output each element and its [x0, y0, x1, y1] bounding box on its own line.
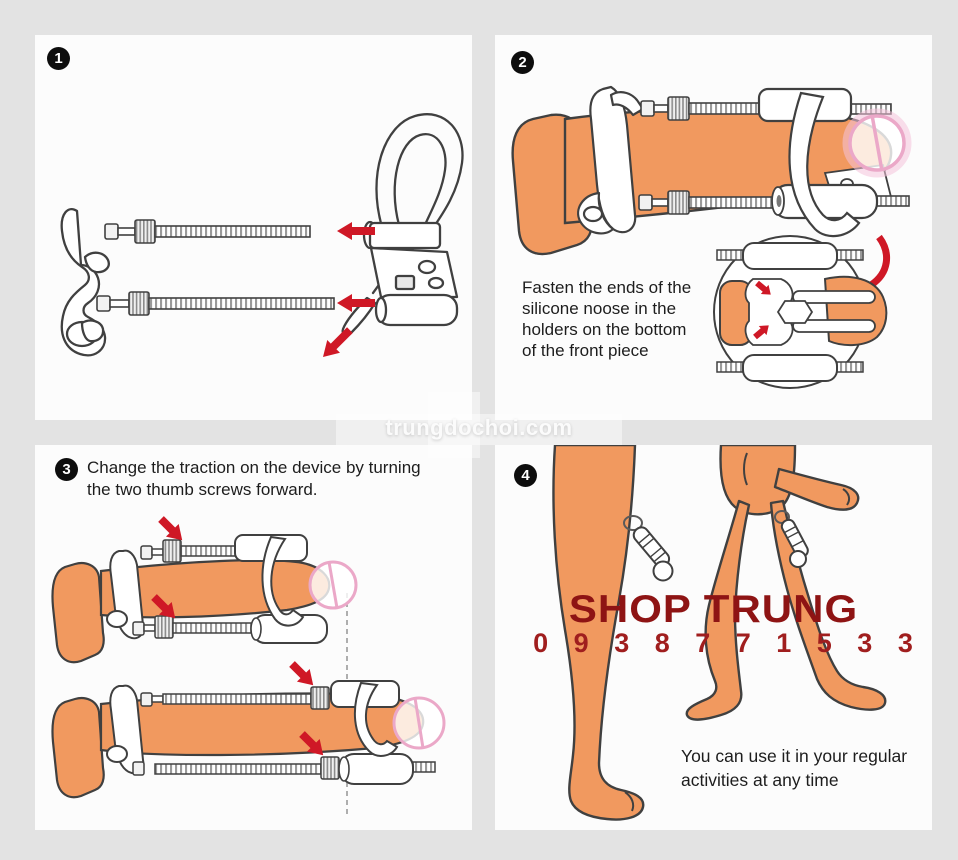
- assembly-direction-arrows: [323, 222, 375, 357]
- caption-line: You can use it in your regular: [681, 746, 908, 766]
- device-extended-position: [51, 661, 446, 799]
- walking-figure-thumb-line: [842, 488, 851, 506]
- step4-wearing-illustration: [552, 445, 887, 821]
- standing-figure-toe-line: [624, 791, 635, 812]
- walking-figure-arm: [773, 467, 860, 511]
- shop-name-overlay: SHOP TRUNG: [568, 586, 859, 631]
- caption-line: holders on the bottom: [522, 320, 687, 339]
- caption-line: activities at any time: [681, 770, 839, 790]
- caption-line: Fasten the ends of the: [522, 278, 692, 297]
- detail-inset: [713, 235, 888, 389]
- device-on-standing-figure: [623, 515, 674, 582]
- step3-panel: 3 Change the traction on the device by t…: [35, 445, 472, 830]
- watermark-cross-horizontal: [336, 414, 622, 445]
- step1-number-badge: 1: [47, 47, 70, 70]
- rear-cylinder: [771, 183, 879, 220]
- caption-line: silicone noose in the: [522, 299, 677, 318]
- standing-figure-leg: [552, 445, 645, 821]
- thumb-screw-arrows: [289, 661, 324, 756]
- top-traction-rod: [104, 219, 311, 244]
- caption-line: the two thumb screws forward.: [87, 480, 318, 499]
- step2-caption: Fasten the ends of the silicone noose in…: [522, 277, 722, 361]
- walking-figure-rear-leg: [685, 499, 751, 721]
- shop-phone-overlay: 0 9 3 8 7 7 1 5 3 3: [533, 628, 922, 658]
- device-on-walking-figure: [774, 510, 809, 568]
- censor-mark: [842, 108, 912, 178]
- silicone-noose-strap: [788, 91, 861, 238]
- step1-disassembled-device-illustration: [60, 113, 464, 357]
- caption-line: Change the traction on the device by tur…: [87, 458, 421, 477]
- watermark-text: trungdochoi.com: [385, 415, 573, 440]
- step4-panel: 4: [495, 445, 932, 830]
- step2-panel: 2: [495, 35, 932, 420]
- walking-figure: [685, 445, 887, 721]
- step3-caption: 3 Change the traction on the device by t…: [55, 457, 465, 501]
- walking-figure-back-cleft: [743, 452, 748, 486]
- step3-traction-adjustment-illustration: [51, 516, 446, 815]
- base-ring: [577, 85, 645, 235]
- step1-panel: 1: [35, 35, 472, 420]
- censor-mark: [308, 560, 358, 610]
- device-short-position: [51, 516, 358, 664]
- watermark-cross-vertical: [428, 392, 480, 458]
- step3-number-badge: 3: [55, 458, 78, 481]
- step2-device-worn-illustration: [511, 85, 912, 389]
- thumb-screw-arrows: [151, 516, 183, 619]
- step2-number-badge: 2: [511, 51, 534, 74]
- caption-line: of the front piece: [522, 341, 649, 360]
- front-piece: [60, 208, 110, 357]
- censor-mark: [392, 696, 446, 750]
- bottom-traction-rod: [96, 291, 335, 316]
- step4-number-badge: 4: [514, 464, 537, 487]
- step4-caption: You can use it in your regular activitie…: [681, 744, 921, 792]
